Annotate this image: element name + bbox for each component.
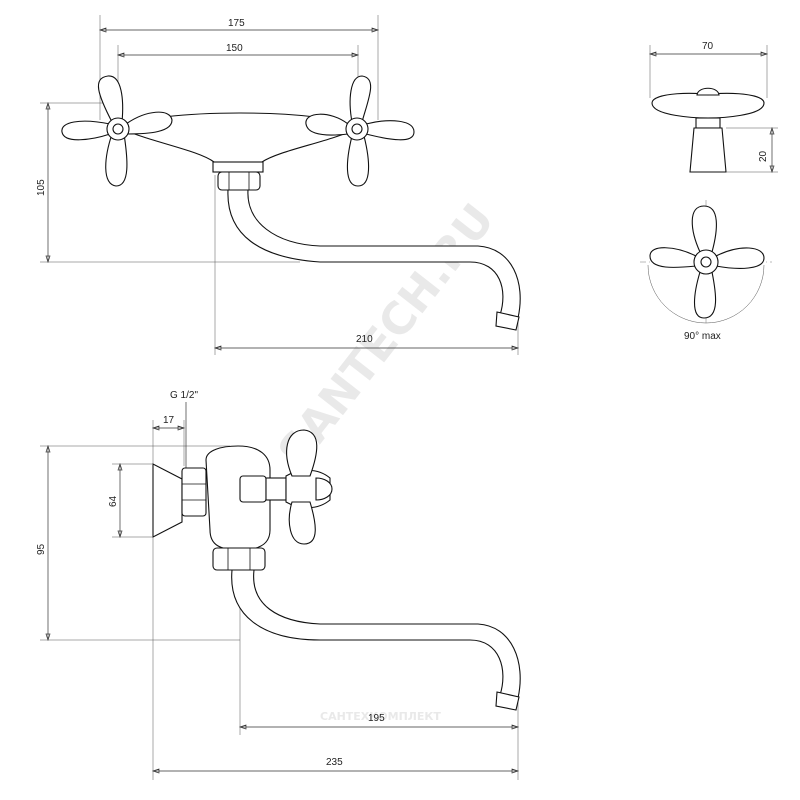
side-spout <box>231 569 521 699</box>
dim-17-label: 17 <box>163 415 175 426</box>
dim-arrows <box>151 768 520 774</box>
dim-arrows <box>769 126 775 174</box>
handle-arm <box>125 111 173 135</box>
mixer-body <box>118 112 360 163</box>
rotation-label: 90° max <box>684 331 721 342</box>
handle-arm <box>693 271 717 319</box>
handle-arm <box>61 120 111 141</box>
dim-arrows <box>213 345 520 351</box>
handle-arm <box>305 113 349 136</box>
dim-arrows <box>45 101 51 264</box>
handle-stem <box>689 127 727 173</box>
dim-64-label: 64 <box>108 495 119 507</box>
right-cross-handle <box>305 75 415 187</box>
handle-arm <box>649 247 697 268</box>
handle-arm <box>691 205 717 253</box>
handle-arm <box>286 429 318 477</box>
dim-105-label: 105 <box>36 179 47 196</box>
aerator <box>495 311 520 331</box>
handle-cap-icon <box>351 123 363 135</box>
handle-collar <box>695 117 721 129</box>
dim-210-label: 210 <box>356 334 373 345</box>
dim-arrows <box>117 462 123 539</box>
left-cross-handle <box>61 75 173 187</box>
dim-arrows <box>98 27 380 33</box>
side-handle-collar <box>265 477 287 501</box>
dim-195-label: 195 <box>368 713 385 724</box>
dim-175-label: 175 <box>228 18 245 29</box>
dim-arrows <box>45 444 51 642</box>
spout-nut <box>217 171 261 191</box>
handle-arm <box>288 501 316 545</box>
handle-arm <box>715 247 765 269</box>
handle-arm <box>349 75 372 123</box>
dim-95-label: 95 <box>36 543 47 555</box>
side-view: G 1/2" 17 64 95 195 235 <box>36 390 521 780</box>
wall-flange <box>152 463 183 538</box>
handle-arm <box>365 120 415 141</box>
handle-top-cap <box>696 87 720 96</box>
handle-cap-icon <box>112 123 124 135</box>
dim-70-label: 70 <box>702 41 714 52</box>
side-spout-nut <box>212 547 266 571</box>
rotation-arc <box>647 264 765 324</box>
handle-arm <box>346 135 370 187</box>
side-aerator <box>495 691 520 711</box>
watermark-company-text: САНТЕХКОМПЛЕКТ <box>320 710 441 723</box>
side-handle-cap-icon <box>315 477 333 501</box>
front-view: 175 150 105 210 <box>36 15 521 355</box>
dim-arrows <box>238 724 520 730</box>
side-handle-base <box>239 475 267 503</box>
handle-profile <box>651 92 765 119</box>
dim-arrows <box>151 425 186 431</box>
handle-detail-view: 70 20 90° max <box>640 41 778 342</box>
dim-arrows <box>116 52 360 58</box>
dim-20-label: 20 <box>758 150 769 162</box>
connection-nut <box>181 467 207 517</box>
handle-arm <box>97 75 124 123</box>
body-nut-top <box>212 161 264 173</box>
dim-150-label: 150 <box>226 43 243 54</box>
handle-cap-icon <box>700 256 712 268</box>
dim-arrows <box>648 51 769 57</box>
thread-label: G 1/2" <box>170 390 198 401</box>
handle-arm <box>105 133 128 187</box>
dim-235-label: 235 <box>326 757 343 768</box>
